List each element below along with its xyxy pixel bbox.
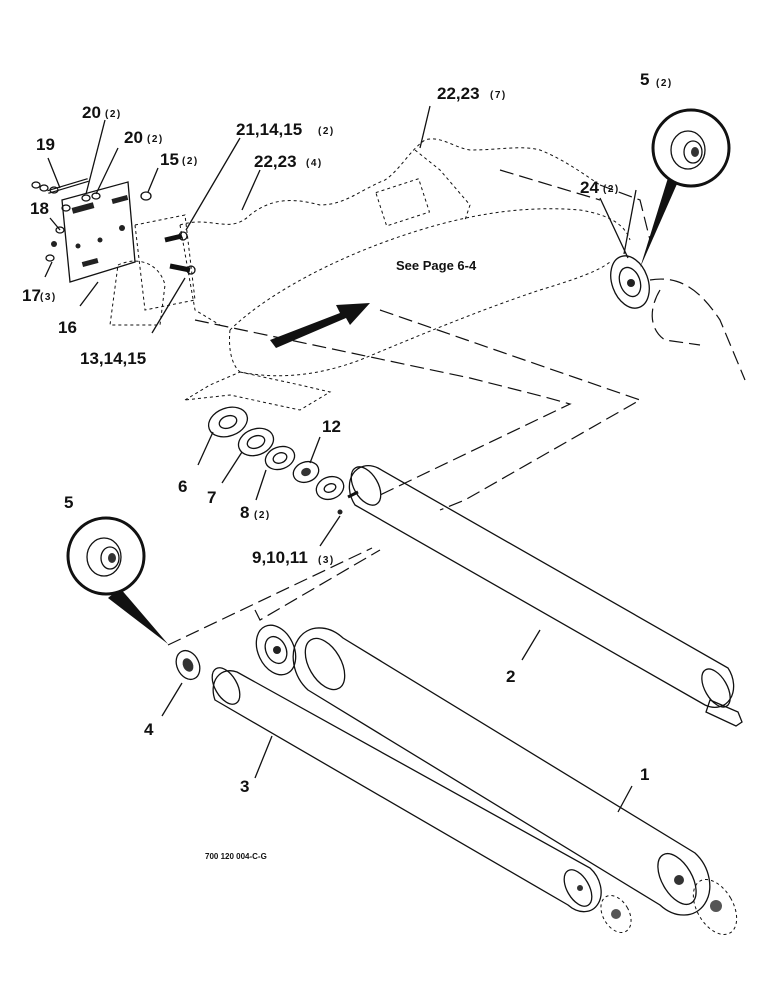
label-20b: 20 xyxy=(124,128,143,147)
label-24-qty: (2) xyxy=(603,184,620,195)
label-2: 2 xyxy=(506,667,515,686)
label-21-14-15-qty: (2) xyxy=(318,126,335,137)
label-6: 6 xyxy=(178,477,187,496)
label-20a: 20 xyxy=(82,103,101,122)
label-12: 12 xyxy=(322,417,341,436)
roller-1-end-disc xyxy=(255,624,297,676)
leader-lines xyxy=(44,105,637,813)
label-17-qty: (3) xyxy=(40,292,57,303)
drawing-number: 700 120 004-C-G xyxy=(205,852,267,861)
label-4: 4 xyxy=(144,720,154,739)
label-5-top: 5 xyxy=(640,70,649,89)
label-20b-qty: (2) xyxy=(147,134,164,145)
direction-arrow xyxy=(270,303,370,348)
label-3: 3 xyxy=(240,777,249,796)
label-21-14-15: 21,14,15 xyxy=(236,120,302,139)
label-22-23-mid: 22,23 xyxy=(254,152,297,171)
frame-outline xyxy=(109,138,601,326)
label-15-qty: (2) xyxy=(182,156,199,167)
label-22-23-top: 22,23 xyxy=(437,84,480,103)
label-8: 8 xyxy=(240,503,249,522)
belt-guide xyxy=(184,208,631,411)
part-labels: 1 2 3 4 5 (2) 5 6 7 8 (2) 9,10,11 (3) 12… xyxy=(22,70,673,861)
roller-2 xyxy=(347,465,743,727)
see-page-note: See Page 6-4 xyxy=(396,258,477,273)
label-9-10-11: 9,10,11 xyxy=(252,548,308,567)
label-17: 17 xyxy=(22,286,41,305)
detail-callout-5-top xyxy=(640,108,731,268)
label-1: 1 xyxy=(640,765,649,784)
bearing-4 xyxy=(175,649,201,681)
disc-24 xyxy=(610,255,650,309)
label-19: 19 xyxy=(36,135,55,154)
label-20a-qty: (2) xyxy=(105,109,122,120)
label-15: 15 xyxy=(160,150,179,169)
label-22-23-mid-qty: (4) xyxy=(306,158,323,169)
label-7: 7 xyxy=(207,488,216,507)
side-plate-16 xyxy=(31,178,196,311)
label-18: 18 xyxy=(30,199,49,218)
label-13-14-15: 13,14,15 xyxy=(80,349,146,368)
alignment-lines xyxy=(167,169,746,646)
label-9-10-11-qty: (3) xyxy=(318,555,335,566)
label-16: 16 xyxy=(58,318,77,337)
bearing-stack xyxy=(207,406,345,515)
label-22-23-top-qty: (7) xyxy=(490,90,507,101)
roller-1 xyxy=(292,627,738,935)
label-5-left: 5 xyxy=(64,493,73,512)
roller-3 xyxy=(211,667,632,933)
label-24: 24 xyxy=(580,178,599,197)
label-5-top-qty: (2) xyxy=(656,78,673,89)
label-8-qty: (2) xyxy=(254,510,271,521)
detail-callout-5-left xyxy=(66,516,168,644)
